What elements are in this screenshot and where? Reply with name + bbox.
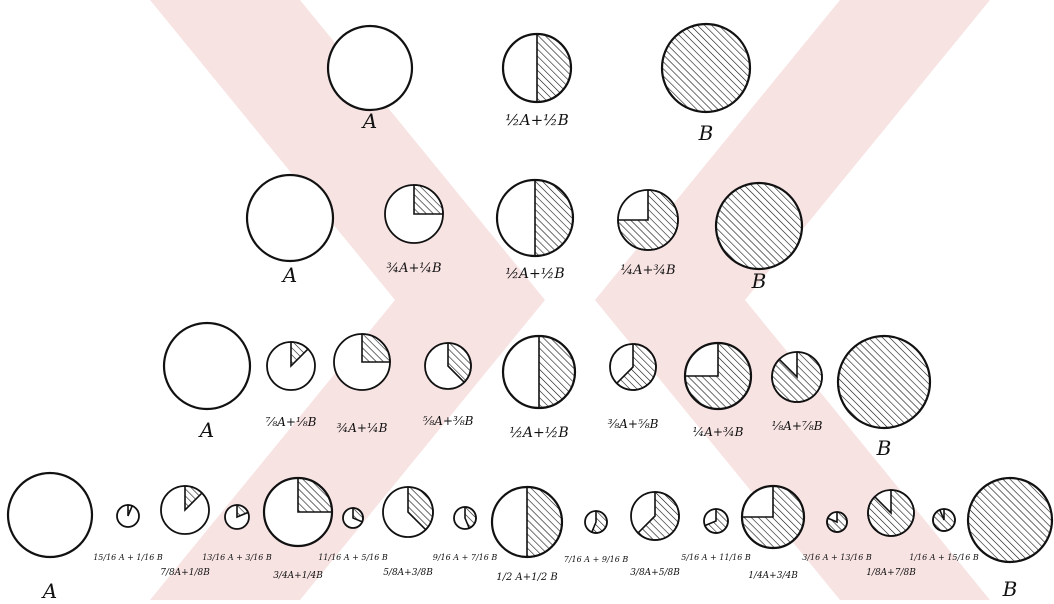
- mixture-label: 7/8A+1/8B: [160, 568, 210, 578]
- mixture-label: A: [41, 579, 57, 603]
- mixture-label: 13/16 A + 3/16 B: [202, 553, 272, 562]
- mixture-label: 5/8A+3/8B: [383, 568, 433, 578]
- b-share-sector: [535, 180, 573, 256]
- mixture-label: ¼A+¾B: [620, 263, 675, 278]
- mixture-label: ⅜A+⅝B: [608, 417, 659, 431]
- mixture-label: ¼A+¾B: [693, 425, 744, 439]
- mixture-circle-row3-1: A: [164, 323, 250, 442]
- mixture-label: A: [281, 263, 297, 287]
- mixture-label: ¾A+¼B: [337, 421, 388, 435]
- mixture-circle-row4-12: 5/16 A + 11/16 B: [681, 509, 751, 562]
- mixture-circle-row4-10: 7/16 A + 9/16 B: [564, 511, 629, 564]
- b-share-sector: [539, 336, 575, 408]
- mixture-label: 3/8A+5/8B: [630, 568, 680, 578]
- mixture-circle-row3-7: ¼A+¾B: [685, 343, 751, 439]
- mixture-label: ½A+½B: [505, 111, 569, 129]
- mixture-label: B: [698, 121, 714, 145]
- mixture-circle-row2-2: ¾A+¼B: [385, 185, 443, 276]
- mixture-label: B: [1002, 577, 1018, 601]
- mixture-label: ¾A+¼B: [386, 261, 441, 276]
- mixture-label: ⅝A+⅜B: [423, 414, 474, 428]
- mixture-circle-row3-8: ⅛A+⅞B: [772, 352, 823, 433]
- mixture-circle-row2-3: ½A+½B: [497, 180, 573, 282]
- b-share-sector: [527, 487, 562, 557]
- mixture-circle-row4-7: 5/8A+3/8B: [383, 487, 433, 578]
- b-share-sector: [537, 34, 571, 102]
- mixture-label: B: [876, 436, 892, 460]
- mixture-circle-row3-6: ⅜A+⅝B: [608, 344, 659, 431]
- mixture-label: ½A+½B: [505, 266, 564, 282]
- mixture-label: A: [198, 418, 214, 442]
- mixture-circle-row4-13: 1/4A+3/4B: [742, 486, 804, 581]
- mixture-circle-row4-1: A: [8, 473, 92, 603]
- mixture-label: 15/16 A + 1/16 B: [93, 553, 163, 562]
- mixture-circle-row2-4: ¼A+¾B: [618, 190, 678, 278]
- mixture-label: A: [361, 109, 377, 133]
- mixture-circle-row1-2: ½A+½B: [503, 34, 571, 129]
- mixture-circle-row4-2: 15/16 A + 1/16 B: [93, 505, 163, 562]
- mixture-label: 1/8A+7/8B: [866, 568, 916, 578]
- mixture-circle-row4-17: B: [968, 478, 1052, 601]
- mixture-label: ⅛A+⅞B: [772, 419, 823, 433]
- mixture-circle-row4-8: 9/16 A + 7/16 B: [433, 507, 498, 562]
- mixture-label: ⅞A+⅛B: [266, 415, 317, 429]
- mixture-label: B: [751, 269, 767, 293]
- mixture-circle-row3-5: ½A+½B: [503, 336, 575, 441]
- mixture-circle-row4-9: 1/2 A+1/2 B: [492, 487, 562, 583]
- mixture-label: 1/2 A+1/2 B: [496, 572, 558, 583]
- mixture-circle-row4-11: 3/8A+5/8B: [630, 492, 680, 578]
- mixture-label: 1/4A+3/4B: [748, 571, 798, 581]
- mixture-label: 3/16 A + 13/16 B: [802, 553, 872, 562]
- mixture-circle-row2-1: A: [247, 175, 333, 287]
- mixture-label: 5/16 A + 11/16 B: [681, 553, 751, 562]
- mixture-label: 3/4A+1/4B: [273, 571, 323, 581]
- mixture-label: ½A+½B: [509, 425, 568, 441]
- mixture-label: 11/16 A + 5/16 B: [318, 553, 388, 562]
- mixture-label: 9/16 A + 7/16 B: [433, 553, 498, 562]
- mixture-circle-row3-2: ⅞A+⅛B: [266, 342, 317, 429]
- mixture-label: 7/16 A + 9/16 B: [564, 555, 629, 564]
- mixture-label: 1/16 A + 15/16 B: [909, 553, 979, 562]
